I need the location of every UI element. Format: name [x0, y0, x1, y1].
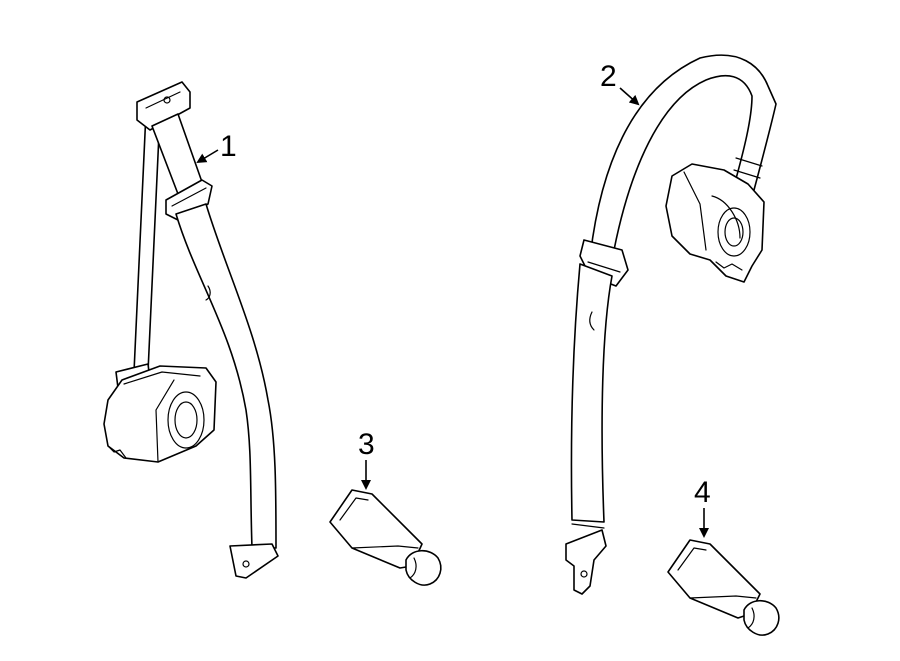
part-4-buckle [667, 539, 780, 636]
callout-3: 3 [358, 428, 375, 490]
part-2-seat-belt-assembly [565, 54, 777, 595]
leader-arrow-1 [196, 149, 219, 164]
callout-number-4: 4 [694, 476, 711, 509]
callout-number-3: 3 [358, 428, 375, 461]
callout-number-1: 1 [220, 130, 237, 163]
leader-arrow-2 [619, 87, 640, 106]
callout-1: 1 [196, 130, 237, 164]
callout-4: 4 [694, 476, 711, 538]
callout-number-2: 2 [600, 60, 617, 93]
part-3-buckle [329, 489, 442, 586]
part-1-seat-belt-assembly [103, 81, 279, 579]
callout-2: 2 [600, 60, 640, 106]
